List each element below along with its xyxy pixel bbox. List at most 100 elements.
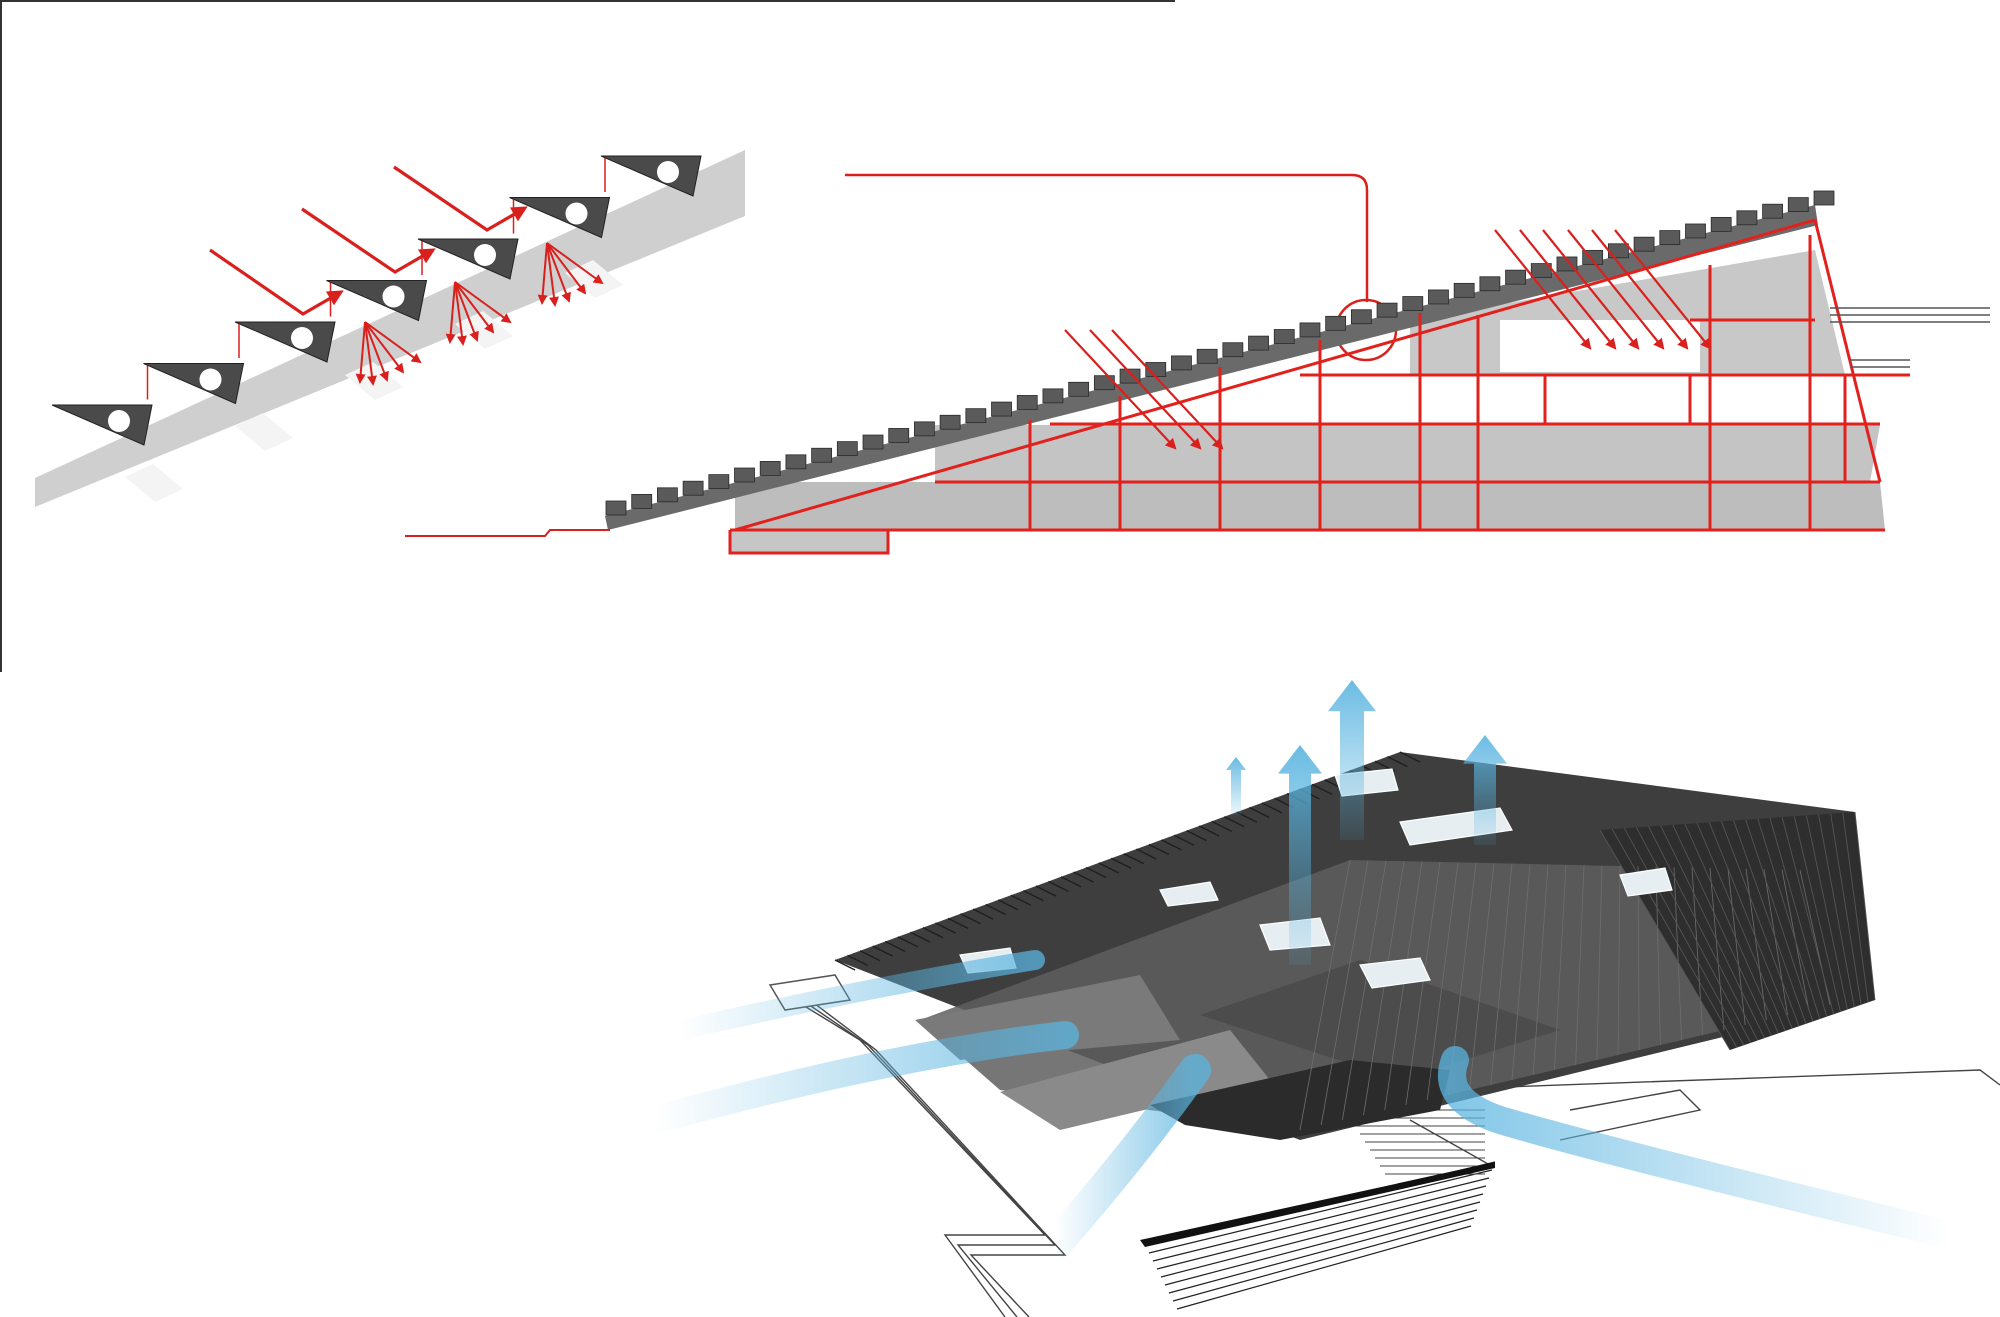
callout-leader-line [845, 173, 1369, 302]
roof-fin [1042, 388, 1064, 404]
roof-rib [1469, 863, 1495, 1091]
roof-fin [1273, 329, 1295, 344]
roof-rib [1110, 857, 1132, 869]
roof-fin [1016, 395, 1038, 410]
roof-fin [605, 500, 627, 516]
roof-fin [1453, 282, 1475, 298]
roof-lower-fold [1200, 960, 1560, 1080]
side-rib [1721, 821, 1800, 1027]
louvre-hole [474, 244, 496, 266]
roof-rib [1085, 866, 1107, 879]
step-line [1160, 1193, 1484, 1278]
roof-rib [1617, 865, 1621, 1056]
roof-rib [884, 940, 906, 953]
diffused-light-arrow [454, 281, 495, 334]
roof-fin [1787, 197, 1809, 212]
roof-fin [1428, 289, 1449, 305]
site-steps [1140, 1109, 1496, 1310]
building-section-panel [405, 173, 1990, 555]
roof-fin [682, 480, 704, 496]
step-line [1152, 1177, 1490, 1262]
louvre-blade [326, 280, 428, 322]
basement-mass [730, 530, 888, 553]
undercroft [1150, 1060, 1450, 1140]
side-rib [1648, 826, 1759, 1041]
side-rib [1830, 813, 1862, 1005]
side-rib [1745, 819, 1814, 1022]
louvre-blade [51, 404, 153, 446]
side-rib [1769, 817, 1828, 1017]
roof-rib [1136, 848, 1157, 860]
diffused-light-arrow [546, 242, 604, 285]
roof-fin [1248, 335, 1269, 351]
roof-rib [1035, 885, 1057, 897]
roof-rib [960, 913, 981, 925]
daylight-arrow-icon [393, 165, 528, 232]
ground-line [405, 529, 610, 537]
roof-rib [922, 927, 944, 939]
side-rib [1611, 828, 1738, 1048]
roof-rib [910, 931, 931, 943]
side-rib [1684, 823, 1779, 1034]
diffused-light-arrow [364, 321, 405, 374]
roof-rib [1299, 859, 1351, 1131]
roof-rib [947, 917, 969, 930]
diffused-light-arrow [454, 281, 512, 324]
frame-lines [0, 0, 1175, 672]
step-line [1164, 1201, 1481, 1286]
louvre-hole [108, 410, 130, 432]
roof-fin [734, 467, 755, 483]
roof-rib [972, 908, 994, 920]
roof-rib [1010, 894, 1032, 906]
roof-rib [1249, 806, 1270, 819]
roof-fin [1479, 276, 1501, 292]
daylight-arrow-icon [1614, 229, 1712, 350]
roof-rib [1073, 871, 1094, 883]
daylight-arrows-section [1064, 229, 1712, 450]
roof-rib [859, 950, 881, 962]
roof-fin [1222, 342, 1244, 358]
side-rib [1842, 812, 1869, 1003]
roof-fin [1171, 355, 1192, 371]
side-rib [1733, 820, 1807, 1024]
ground-floor-mass [735, 482, 1885, 530]
roof-fin [759, 461, 781, 476]
airflow-in-left-upper [670, 950, 1045, 1040]
glass-highlight [125, 464, 183, 502]
step-edge [1140, 1162, 1495, 1247]
side-rib [1793, 816, 1841, 1013]
roof-rib [1387, 755, 1408, 768]
louvre-hole [199, 368, 222, 391]
daylight-arrow-icon [1111, 329, 1224, 450]
diffused-light-arrow [454, 281, 479, 342]
roof-fin [1813, 190, 1835, 206]
roof-fin [708, 474, 730, 490]
airflow-arrow-icon [1328, 680, 1376, 840]
side-rib [1623, 828, 1745, 1046]
roof-front-fold [1000, 1030, 1270, 1130]
roof-fin [1376, 302, 1398, 318]
airflow-in-bottom [1039, 1054, 1211, 1261]
roof-fin [1196, 348, 1218, 364]
roof-rib [1098, 862, 1119, 874]
roof-ribs [834, 751, 1876, 1131]
roof-fin [1762, 203, 1783, 219]
roof-rib [985, 903, 1006, 916]
side-rib [1636, 827, 1752, 1044]
upper-floor-mass [935, 425, 1880, 482]
roof-fin [1633, 236, 1655, 252]
roof-rib [1532, 864, 1549, 1076]
roof-rib [1198, 825, 1220, 837]
roof-rib [1490, 863, 1513, 1086]
side-rib [1781, 817, 1835, 1015]
daylight-arrow-icon [1064, 329, 1177, 450]
louvre-hole [291, 327, 313, 349]
roof-fin [862, 434, 884, 450]
roof-fin [1325, 315, 1347, 331]
louvre-blade [417, 238, 519, 280]
roof-fin [836, 441, 858, 457]
airflow-in [641, 950, 1964, 1261]
roof-rib [1311, 783, 1333, 795]
side-rib [1757, 818, 1821, 1020]
louvre-blades [51, 155, 702, 446]
